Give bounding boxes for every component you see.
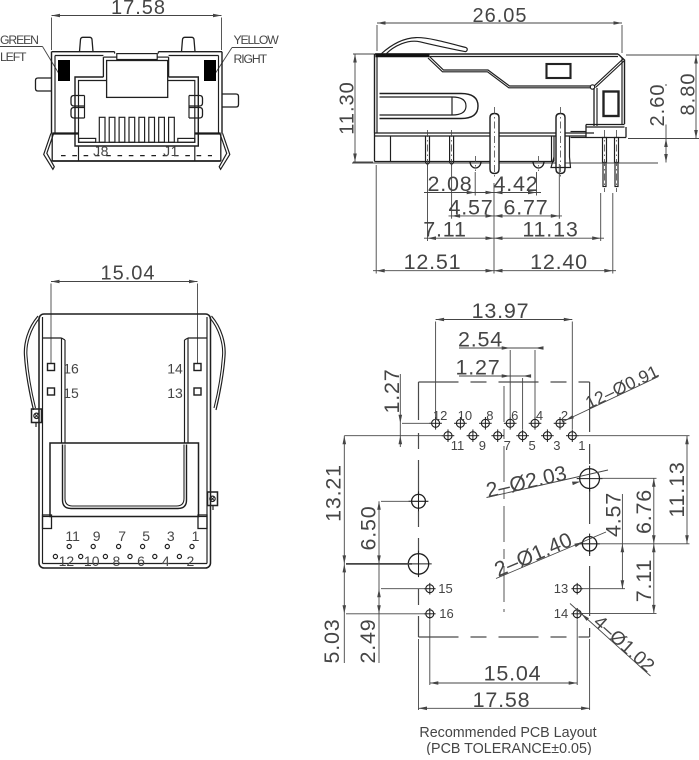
- svg-text:15: 15: [438, 581, 452, 596]
- svg-text:14: 14: [554, 606, 568, 621]
- svg-text:6.50: 6.50: [357, 505, 381, 550]
- svg-text:15.04: 15.04: [100, 262, 155, 284]
- svg-text:YELLOW: YELLOW: [234, 33, 280, 47]
- svg-text:7.11: 7.11: [632, 559, 656, 602]
- svg-text:12: 12: [59, 553, 75, 569]
- svg-text:RIGHT: RIGHT: [234, 52, 268, 66]
- svg-text:8: 8: [113, 553, 121, 569]
- svg-text:12: 12: [433, 408, 447, 423]
- svg-text:11: 11: [451, 438, 465, 453]
- svg-text:14: 14: [167, 361, 183, 377]
- svg-text:1: 1: [192, 528, 200, 544]
- svg-text:11.13: 11.13: [665, 461, 689, 517]
- svg-text:12.51: 12.51: [404, 250, 462, 274]
- svg-text:9: 9: [93, 528, 101, 544]
- svg-text:10: 10: [458, 408, 472, 423]
- svg-text:6.76: 6.76: [632, 489, 656, 534]
- svg-text:6: 6: [137, 553, 145, 569]
- svg-text:16: 16: [439, 606, 453, 621]
- svg-text:15.04: 15.04: [484, 661, 542, 685]
- svg-text:3: 3: [167, 528, 175, 544]
- svg-text:9: 9: [479, 438, 486, 453]
- svg-text:26.05: 26.05: [472, 5, 527, 27]
- svg-text:11.13: 11.13: [522, 217, 578, 241]
- svg-text:6: 6: [511, 408, 518, 423]
- svg-text:2: 2: [187, 553, 195, 569]
- svg-text:11: 11: [65, 528, 80, 544]
- svg-text:6.77: 6.77: [503, 195, 548, 219]
- svg-text:7: 7: [504, 438, 511, 453]
- svg-text:13: 13: [554, 581, 568, 596]
- svg-text:4: 4: [162, 553, 170, 569]
- svg-text:GREEN: GREEN: [0, 33, 38, 47]
- svg-text:4: 4: [536, 408, 543, 423]
- svg-text:13.21: 13.21: [322, 464, 346, 522]
- svg-text:4.57: 4.57: [602, 492, 626, 537]
- svg-text:LEFT: LEFT: [0, 50, 27, 64]
- svg-text:10: 10: [84, 553, 100, 569]
- svg-text:16: 16: [63, 361, 79, 377]
- svg-text:5: 5: [142, 528, 150, 544]
- svg-text:5.03: 5.03: [320, 618, 344, 663]
- svg-text:2.49: 2.49: [356, 618, 380, 663]
- svg-text:12.40: 12.40: [530, 250, 588, 274]
- svg-text:3: 3: [553, 438, 560, 453]
- svg-text:17.58: 17.58: [111, 0, 166, 19]
- svg-text:5: 5: [528, 438, 535, 453]
- svg-text:J8: J8: [93, 143, 109, 159]
- svg-text:1: 1: [578, 438, 585, 453]
- svg-text:2.08: 2.08: [427, 172, 472, 196]
- svg-text:15: 15: [63, 385, 79, 401]
- svg-text:8: 8: [486, 408, 493, 423]
- svg-text:J1: J1: [163, 143, 179, 159]
- svg-text:Recommended PCB Layout: Recommended PCB Layout: [419, 725, 596, 741]
- svg-text:13: 13: [167, 385, 183, 401]
- svg-text:7: 7: [118, 528, 126, 544]
- svg-text:(PCB TOLERANCE±0.05): (PCB TOLERANCE±0.05): [426, 741, 591, 755]
- svg-text:2.60: 2.60: [647, 84, 669, 127]
